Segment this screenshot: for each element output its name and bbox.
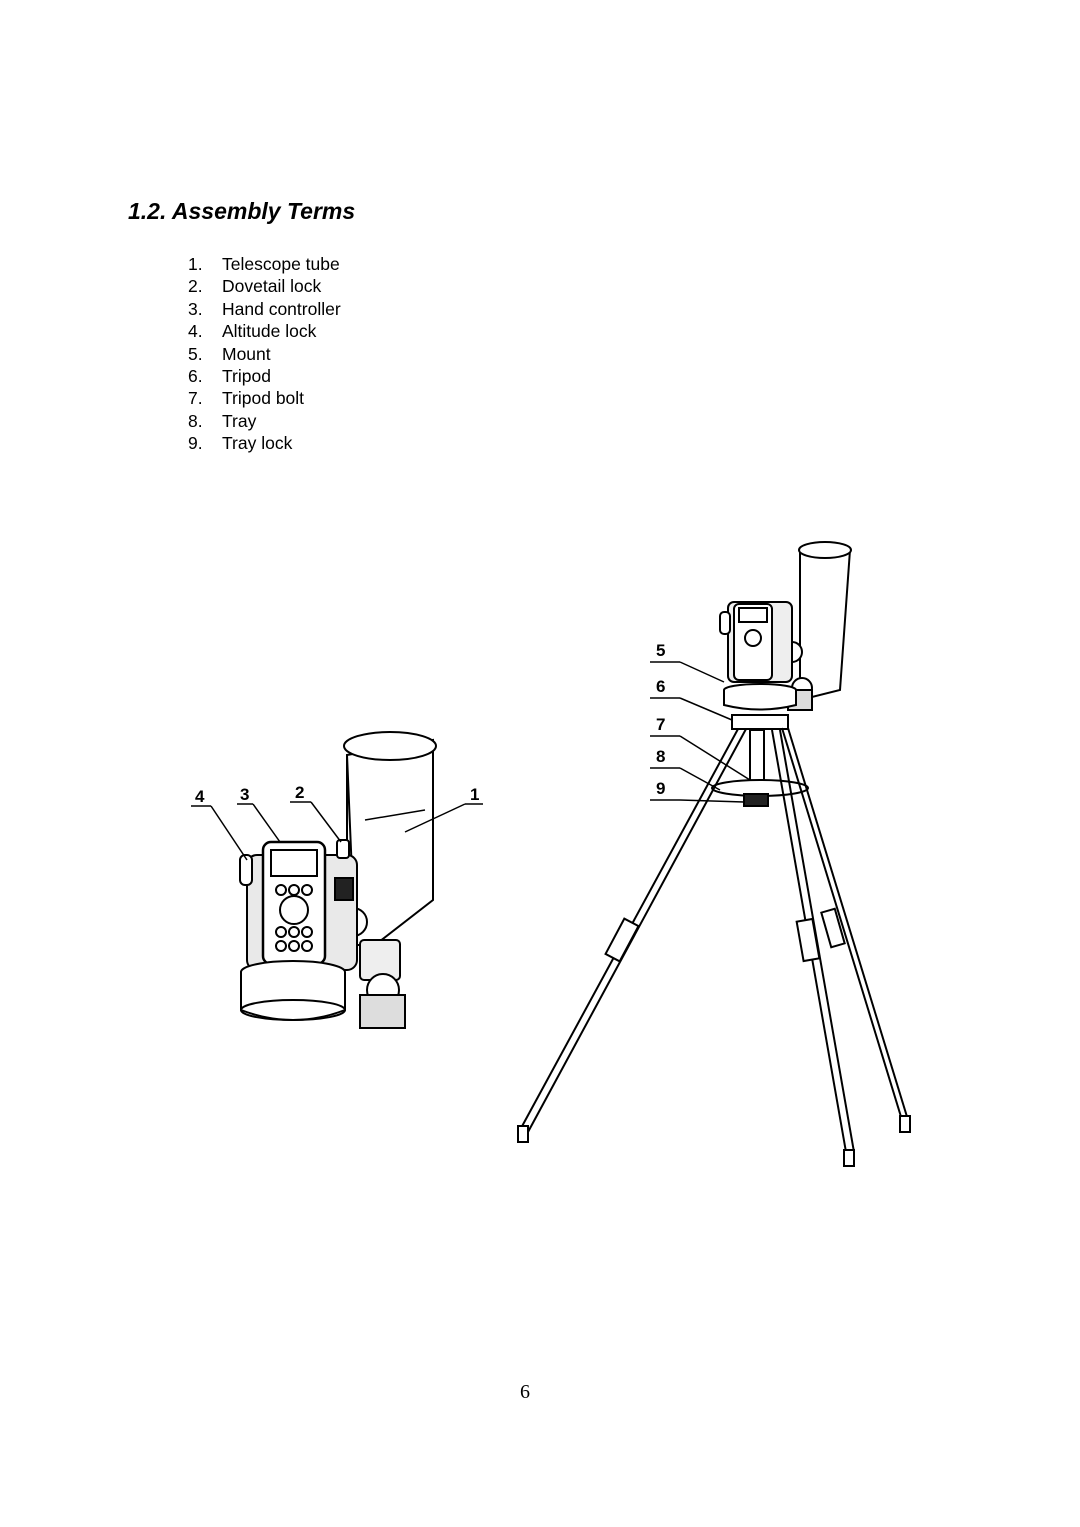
item-label: Altitude lock — [222, 321, 317, 342]
list-item: 2. Dovetail lock — [188, 275, 341, 297]
item-label: Mount — [222, 343, 271, 364]
callout-1: 1 — [470, 785, 479, 804]
callout-5: 5 — [656, 641, 665, 660]
item-label: Tray lock — [222, 433, 293, 454]
telescope-closeup-figure: 4 3 2 1 — [191, 731, 483, 1029]
callouts: 5 6 7 8 9 — [656, 641, 665, 798]
item-number: 6. — [188, 365, 203, 386]
item-label: Dovetail lock — [222, 276, 322, 297]
callout-leaders — [650, 661, 751, 803]
item-label: Tripod bolt — [222, 388, 305, 409]
callout-9: 9 — [656, 779, 665, 798]
item-number: 9. — [188, 433, 203, 454]
list-item: 7. Tripod bolt — [188, 387, 341, 409]
page-number: 6 — [520, 1381, 530, 1403]
list-item: 1. Telescope tube — [188, 253, 341, 275]
callout-6: 6 — [656, 677, 665, 696]
callout-3: 3 — [240, 785, 249, 804]
item-label: Telescope tube — [222, 254, 340, 274]
item-number: 5. — [188, 343, 203, 364]
item-number: 4. — [188, 321, 203, 342]
list-item: 4. Altitude lock — [188, 320, 341, 342]
assembly-terms-list: 1. Telescope tube 2. Dovetail lock 3. Hand … — [188, 253, 341, 455]
list-item: 9. Tray lock — [188, 432, 341, 454]
section-title: 1.2. Assembly Terms — [128, 198, 356, 224]
item-number: 2. — [188, 276, 203, 297]
callout-2: 2 — [295, 783, 304, 802]
list-item: 3. Hand controller — [188, 298, 341, 320]
item-number: 8. — [188, 410, 203, 431]
item-number: 1. — [188, 254, 203, 274]
callout-4: 4 — [195, 787, 205, 806]
item-label: Hand controller — [222, 298, 341, 319]
telescope-closeup-drawing — [239, 731, 437, 1029]
item-label: Tray — [222, 410, 257, 431]
telescope-tripod-figure: 5 6 7 8 9 — [517, 541, 911, 1167]
item-number: 3. — [188, 298, 203, 319]
item-number: 7. — [188, 388, 203, 409]
callouts: 4 3 2 1 — [195, 783, 479, 806]
item-label: Tripod — [222, 365, 271, 386]
callout-8: 8 — [656, 747, 665, 766]
list-item: 8. Tray — [188, 410, 341, 432]
telescope-tripod-drawing — [517, 541, 911, 1167]
list-item: 6. Tripod — [188, 365, 341, 387]
callout-leaders — [191, 801, 483, 861]
callout-7: 7 — [656, 715, 665, 734]
list-item: 5. Mount — [188, 343, 341, 365]
